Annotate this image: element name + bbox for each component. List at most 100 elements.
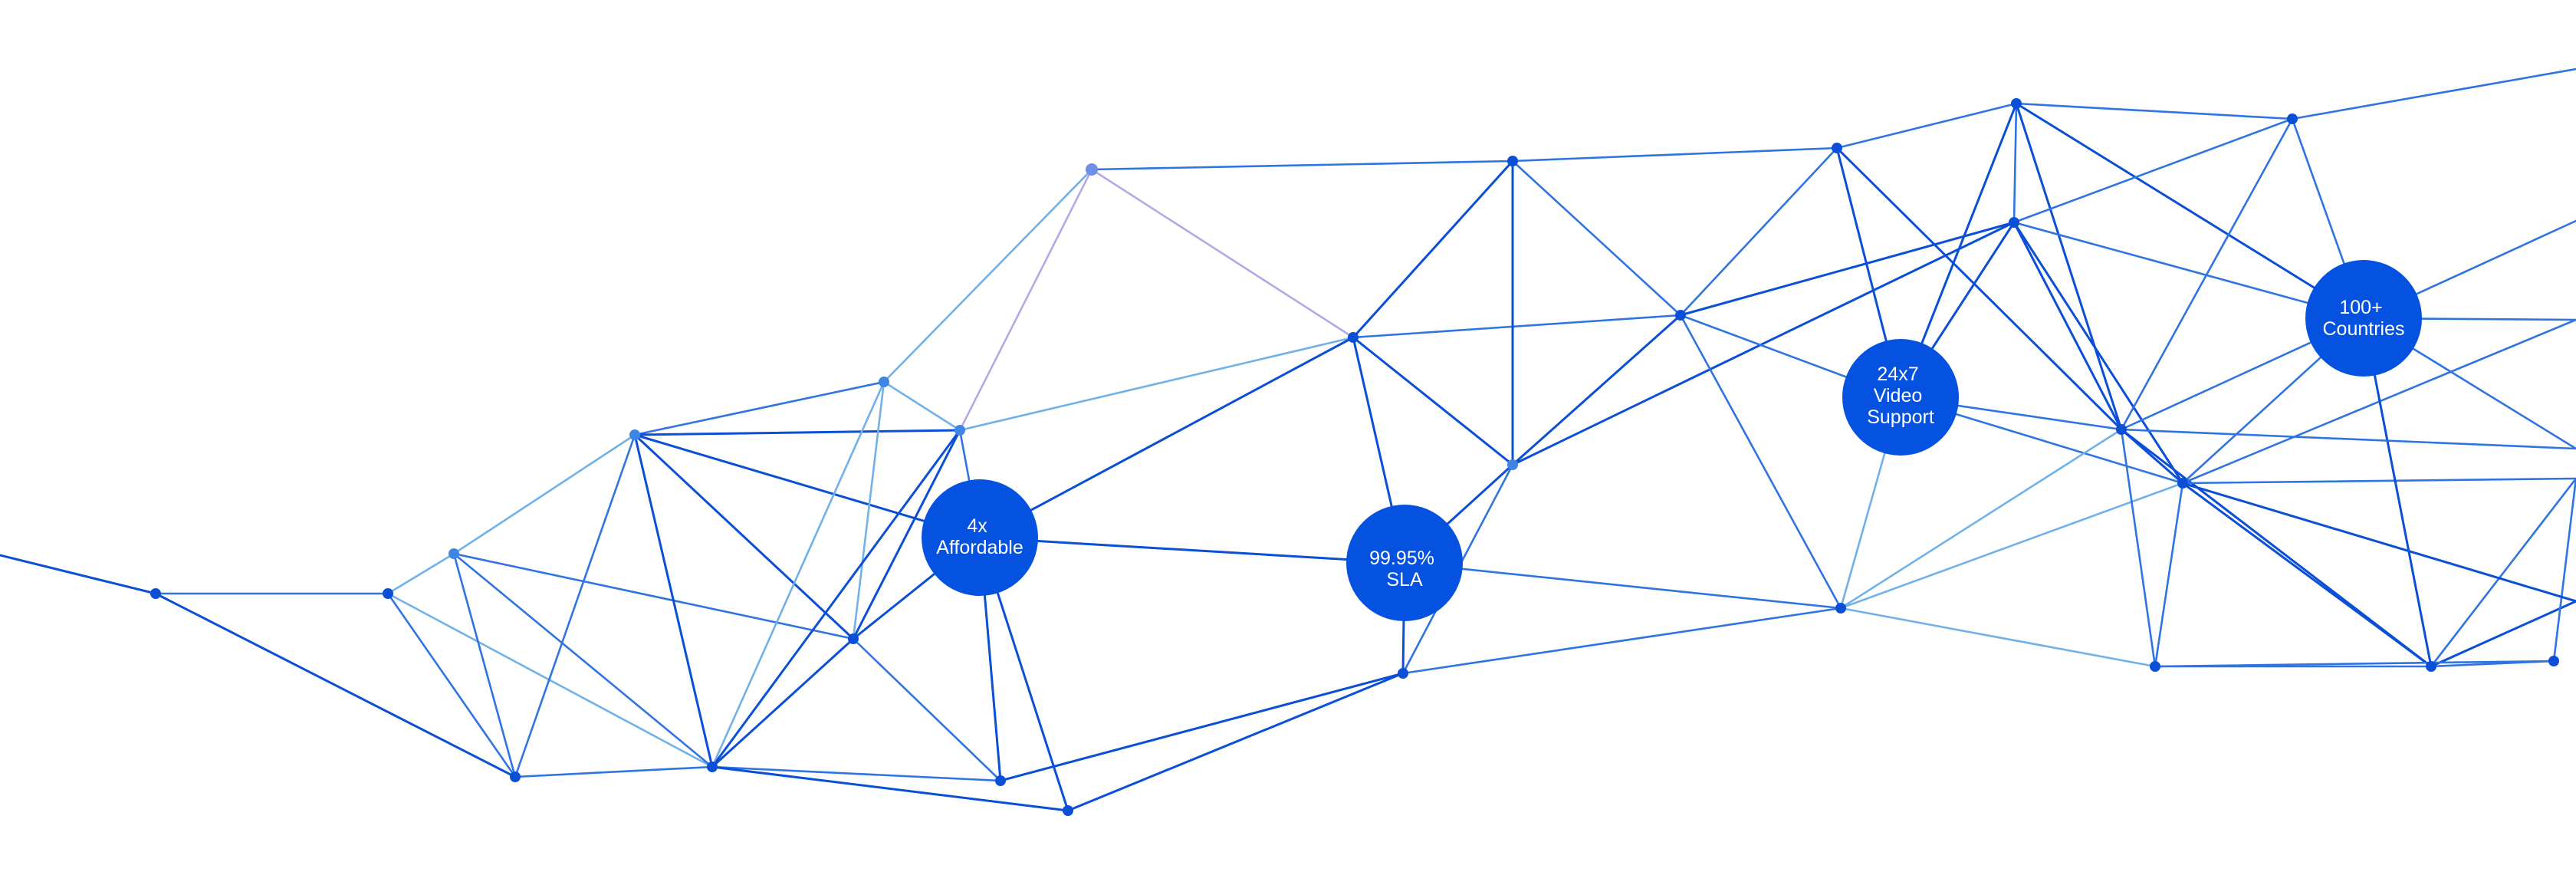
network-edge	[2430, 477, 2576, 668]
network-edge	[1090, 168, 1355, 339]
network-edge	[711, 637, 855, 768]
badge-video-support: 24x7 Video Support	[1842, 339, 1959, 456]
network-edge	[2013, 221, 2123, 431]
network-edge	[633, 429, 961, 436]
network-node	[1835, 603, 1846, 614]
badge-sla-line-1: 99.95%	[1369, 548, 1434, 569]
network-edge	[882, 168, 1093, 383]
network-edge	[711, 765, 1070, 812]
network-edge	[1679, 221, 2016, 317]
badge-affordable: 4x Affordable	[922, 479, 1038, 596]
network-edge	[1352, 314, 1682, 339]
network-node	[383, 588, 393, 599]
badge-sla: 99.95% SLA	[1346, 505, 1463, 621]
network-edge	[1835, 146, 2123, 431]
network-node	[2009, 217, 2019, 228]
network-edge	[1403, 561, 1842, 610]
network-node	[955, 425, 965, 436]
network-edge	[2120, 428, 2576, 450]
network-edge	[0, 554, 157, 595]
network-edge	[711, 380, 886, 768]
svg-text:99.95% SLA: 99.95% SLA	[1369, 548, 1440, 591]
network-edge	[1352, 336, 1514, 466]
network-node	[2177, 478, 2188, 489]
svg-text:4x Affordable: 4x Affordable	[936, 515, 1024, 558]
badge-video-support-line-3: Support	[1867, 406, 1934, 428]
network-edge	[978, 536, 1406, 564]
network-node	[2426, 661, 2436, 672]
network-edge	[2015, 102, 2123, 431]
network-edge	[2120, 428, 2157, 668]
network-edge	[1066, 672, 1405, 812]
network-edge	[2015, 102, 2365, 320]
network-edge	[386, 592, 517, 778]
network-edge	[882, 380, 961, 432]
network-edge	[2015, 102, 2294, 120]
badge-affordable-circle	[922, 479, 1038, 596]
network-edge	[633, 433, 981, 539]
network-node	[2287, 114, 2298, 124]
network-nodes	[150, 98, 2559, 816]
badge-countries: 100+ Countries	[2305, 260, 2422, 377]
network-node	[1398, 668, 1408, 679]
network-edge	[452, 552, 517, 778]
network-edge	[1511, 146, 1838, 163]
network-edge	[1352, 160, 1514, 339]
network-node	[1675, 310, 1686, 321]
network-edge	[2362, 317, 2433, 668]
network-edge	[2181, 482, 2433, 668]
network-node	[879, 377, 889, 387]
network-node	[2548, 656, 2559, 666]
badge-sla-circle	[1346, 505, 1463, 621]
network-edge	[958, 336, 1355, 432]
network-edge	[958, 168, 1093, 432]
badge-video-support-line-1: 24x7	[1877, 364, 1918, 385]
svg-text:100+ Countries: 100+ Countries	[2323, 297, 2405, 340]
network-edge	[1835, 102, 2018, 150]
network-edge	[1839, 607, 2157, 668]
network-edge	[514, 433, 636, 778]
badge-video-support-circle	[1842, 339, 1959, 456]
badge-sla-line-2: SLA	[1386, 569, 1423, 591]
network-node	[629, 429, 640, 440]
network-edge	[1839, 428, 2123, 610]
network-node	[1507, 156, 1518, 166]
network-edge	[2154, 482, 2184, 668]
network-node	[1832, 143, 1842, 153]
network-edge	[2430, 600, 2576, 668]
network-edge	[2552, 477, 2576, 663]
network-node	[510, 771, 521, 782]
network-edge	[633, 433, 855, 640]
network-edge	[2013, 117, 2294, 224]
badge-countries-line-2: Countries	[2323, 318, 2405, 340]
badge-countries-line-1: 100+	[2339, 297, 2382, 318]
network-edge	[711, 429, 961, 768]
network-node	[707, 762, 718, 772]
badge-affordable-line-2: Affordable	[936, 537, 1024, 558]
network-edge	[711, 765, 1002, 782]
network-edge	[154, 592, 517, 778]
badge-affordable-line-1: 4x	[967, 515, 987, 537]
network-edge	[2291, 67, 2576, 120]
network-node	[2011, 98, 2022, 109]
network-edges	[0, 67, 2576, 812]
network-node	[150, 588, 161, 599]
network-edge	[452, 552, 714, 768]
network-edge	[852, 429, 961, 640]
network-edge	[852, 380, 886, 640]
network-node	[1086, 163, 1098, 176]
network-edge	[1679, 146, 1838, 317]
badge-video-support-line-2: Video	[1874, 385, 1923, 406]
network-edge	[2013, 221, 2184, 485]
network-edge	[852, 637, 1002, 782]
network-node	[2150, 661, 2160, 672]
network-edge	[2013, 221, 2365, 320]
network-edge	[2154, 660, 2555, 668]
svg-text:24x7 Video Support: 24x7 Video Support	[1867, 364, 1934, 428]
network-edge	[514, 765, 714, 778]
network-edge	[1511, 160, 1682, 317]
network-edge	[633, 380, 886, 436]
network-node	[2116, 424, 2127, 435]
network-node	[1063, 805, 1073, 816]
